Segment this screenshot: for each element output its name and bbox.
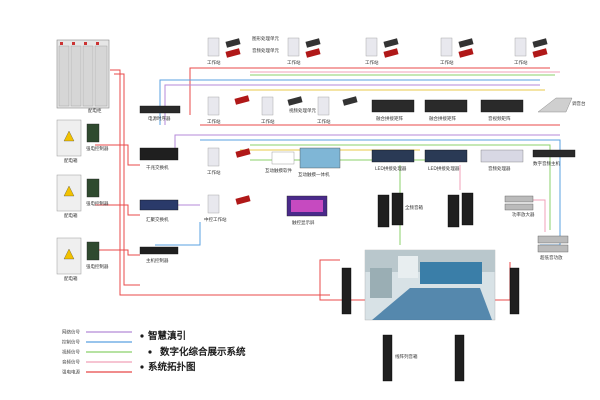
- ws-mid-1-tower: [207, 96, 220, 116]
- dist-box-2-label: 配电箱: [64, 212, 78, 219]
- fusion-1-label: 融合拼接矩阵: [376, 115, 403, 122]
- card-a-label: 图形处理单元: [252, 35, 279, 42]
- matrix-label: 音视频矩阵: [488, 115, 511, 122]
- sub-amp: 超低音功放: [537, 235, 569, 261]
- power-ctrl-1-label: 强电控制器: [86, 145, 109, 152]
- dist-box-1-label: 配电箱: [64, 157, 78, 164]
- legend-label: 强电电源: [62, 369, 80, 376]
- legend-label: 控制信号: [62, 339, 80, 346]
- core-switch: 千兆交换机: [139, 147, 179, 171]
- touch-app-label: 互动触摸软件: [265, 167, 292, 174]
- fusion-processor-2: 融合拼接矩阵: [424, 99, 468, 122]
- video-line: [250, 144, 551, 230]
- speaker-cabinets: 全频音箱: [377, 192, 474, 228]
- led-processor-2: LED拼接处理器: [424, 149, 468, 172]
- ws-mid-2-tower: [261, 96, 274, 116]
- core-switch-label: 千兆交换机: [146, 164, 169, 171]
- title-line-1: 智慧滇引: [148, 330, 186, 342]
- power-sequencer: 电源时序器: [139, 105, 181, 122]
- power-sequencer-label: 电源时序器: [148, 115, 171, 122]
- power-line: [95, 144, 140, 166]
- ws-top-2-label: 工作站: [287, 59, 301, 66]
- ws-top-5-label: 工作站: [514, 59, 528, 66]
- ws-top-3-label: 工作站: [365, 59, 379, 66]
- legend-label: 视频信号: [62, 349, 80, 356]
- power-line: [95, 249, 140, 256]
- power-line: [189, 67, 550, 115]
- column-speaker-label: 线阵列音箱: [395, 353, 418, 360]
- av-matrix: 音视频矩阵: [480, 99, 524, 122]
- sub-amp-label: 超低音功放: [540, 254, 563, 261]
- mid-workstations: 工作站 工作站 工作站 视频处理单元: [207, 95, 358, 125]
- access-switch: 汇聚交换机: [139, 199, 179, 223]
- ws-mid-3-tower: [317, 96, 330, 116]
- power-ctrl-2-label: 强电控制器: [86, 200, 109, 207]
- top-workstations: 工作站 工作站 工作站 工作站 工作站 图形处理单元 音频处理单元: [207, 35, 548, 66]
- power-line: [95, 204, 140, 216]
- audio-host: 数字音频主机: [532, 149, 576, 167]
- distribution-box-3: 配电箱 强电控制器: [56, 237, 109, 282]
- mixer: 调音台: [537, 97, 586, 113]
- title-block: 智慧滇引 数字化综合展示系统 系统拓扑图: [140, 330, 246, 373]
- led-proc-2-label: LED拼接处理器: [428, 165, 460, 172]
- mixer-label: 调音台: [572, 100, 586, 107]
- led-screen-label: 触控显示屏: [292, 219, 315, 226]
- access-switch-label: 汇聚交换机: [146, 216, 169, 223]
- fusion-2-label: 融合拼接矩阵: [429, 115, 456, 122]
- audio-proc-label: 音频处理器: [488, 165, 511, 172]
- power-line: [114, 73, 140, 286]
- led-screen: 触控显示屏: [286, 195, 328, 226]
- workstation-top-4: 工作站: [440, 37, 474, 66]
- main-cabinet-label: 配电柜: [88, 107, 102, 114]
- legend-label: 音频信号: [62, 359, 80, 366]
- power-line: [110, 69, 330, 296]
- led-proc-1-label: LED拼接处理器: [375, 165, 407, 172]
- speaker-cab-label: 全频音箱: [405, 204, 423, 211]
- workstation-top-2: 工作站: [287, 37, 321, 66]
- distribution-box-2: 配电箱 强电控制器: [56, 174, 109, 219]
- audio-processor: 音频处理器: [480, 149, 524, 172]
- power-amp: 功率放大器: [504, 195, 535, 218]
- amp-label: 功率放大器: [512, 211, 535, 218]
- control-station: 中控工作站: [204, 194, 251, 223]
- title-line-2: 数字化综合展示系统: [159, 346, 246, 358]
- ws-top-4-label: 工作站: [440, 59, 454, 66]
- ws-touch-label: 工作站: [207, 169, 221, 176]
- central-ctrl-label: 主机控制器: [146, 257, 169, 264]
- legend-label: 网络信号: [62, 329, 80, 336]
- ws-mid-1-label: 工作站: [207, 118, 221, 125]
- ws-top-1-label: 工作站: [207, 59, 221, 66]
- workstation-top-5: 工作站: [514, 37, 548, 66]
- dist-box-3-label: 配电箱: [64, 275, 78, 282]
- touch-screen-label: 互动触摸一体机: [298, 171, 330, 178]
- card-c-label: 视频处理单元: [289, 107, 316, 114]
- ws-mid-2-label: 工作站: [261, 118, 275, 125]
- card-b-label: 音频处理单元: [252, 47, 279, 54]
- column-speakers: 线阵列音箱: [341, 267, 520, 382]
- audio-host-label: 数字音频主机: [533, 160, 560, 167]
- ws-mid-3-label: 工作站: [317, 118, 331, 125]
- workstation-top-3: 工作站: [365, 37, 399, 66]
- main-cabinet: 配电柜: [56, 39, 110, 114]
- led-processor-1: LED拼接处理器: [371, 149, 415, 172]
- power-ctrl-3-label: 强电控制器: [86, 263, 109, 270]
- control-line: [155, 222, 201, 246]
- distribution-box-1: 配电箱 强电控制器: [56, 119, 109, 164]
- ws-ctrl-label: 中控工作站: [204, 216, 227, 223]
- exhibition-hall-render: [364, 249, 496, 321]
- touch-station: 工作站 互动触摸软件 互动触摸一体机: [207, 147, 341, 178]
- workstation-top-1: 工作站: [207, 37, 241, 66]
- title-line-3: 系统拓扑图: [148, 361, 196, 373]
- fusion-processor-1: 融合拼接矩阵: [371, 99, 415, 122]
- central-controller: 主机控制器: [139, 246, 179, 264]
